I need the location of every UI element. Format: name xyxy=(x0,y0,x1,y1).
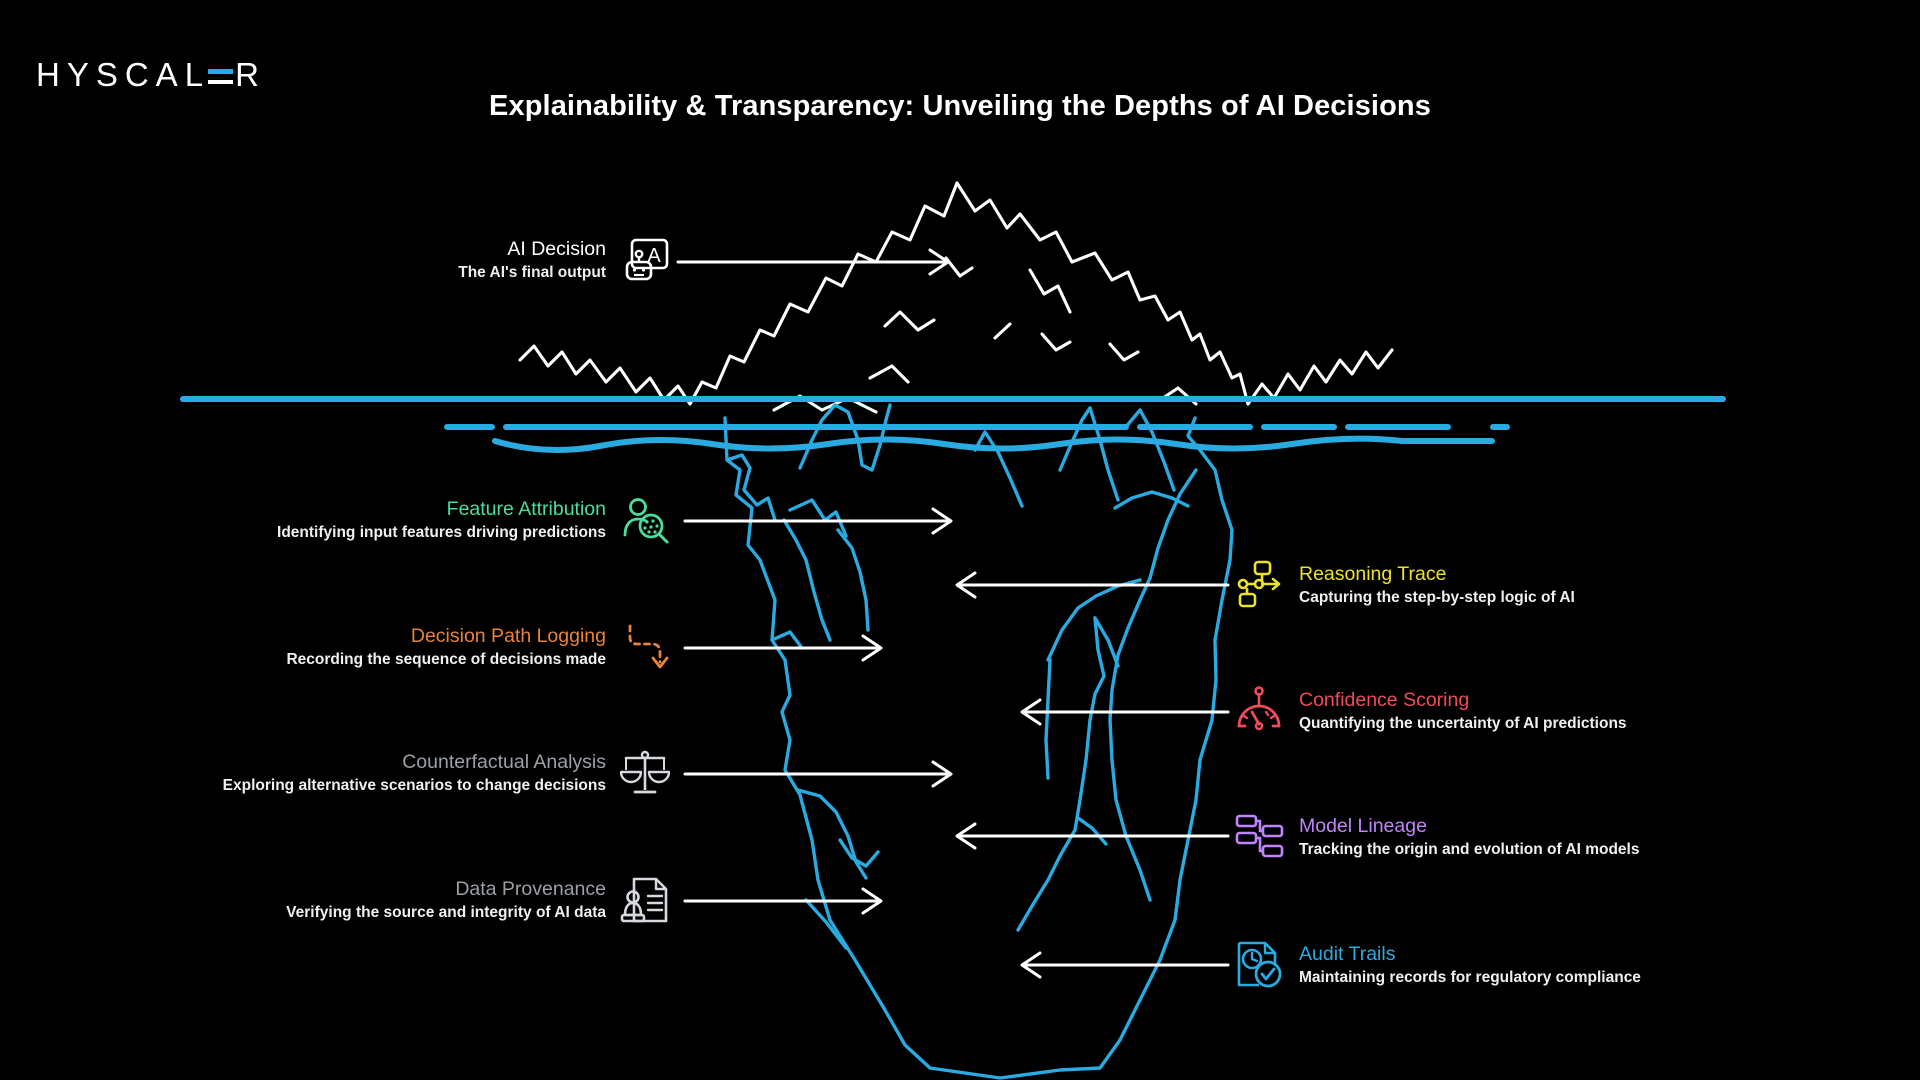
label-feature-attribution[interactable]: Feature Attribution Identifying input fe… xyxy=(220,495,670,545)
label-title: Feature Attribution xyxy=(446,498,606,520)
label-subtitle: Recording the sequence of decisions made xyxy=(286,651,606,668)
logo-text-secondary: R xyxy=(235,56,266,93)
label-counterfactual-analysis[interactable]: Counterfactual Analysis Exploring altern… xyxy=(170,748,670,798)
label-title: AI Decision xyxy=(507,238,606,260)
arrow-confidence-scoring xyxy=(1020,698,1230,726)
label-subtitle: Maintaining records for regulatory compl… xyxy=(1299,969,1641,986)
iceberg-above-water xyxy=(518,181,1394,414)
arrow-decision-path-logging xyxy=(683,634,883,662)
page-title: Explainability & Transparency: Unveiling… xyxy=(489,90,1431,122)
person-magnifier-icon xyxy=(623,498,669,544)
lineage-branch-icon xyxy=(1235,814,1284,858)
gauge-meter-icon xyxy=(1237,686,1281,731)
waterline-group xyxy=(180,396,1726,453)
label-title: Confidence Scoring xyxy=(1299,689,1470,711)
waterline-wavy xyxy=(492,435,1495,453)
label-subtitle: Verifying the source and integrity of AI… xyxy=(286,904,606,921)
label-title: Decision Path Logging xyxy=(410,625,606,647)
iceberg-below-water xyxy=(723,403,1234,1080)
dashed-path-arrow-icon xyxy=(628,624,669,669)
document-stamp-icon xyxy=(620,877,668,923)
label-title: Audit Trails xyxy=(1299,943,1396,965)
logo-accent-mark xyxy=(208,60,234,90)
arrow-model-lineage xyxy=(955,822,1230,850)
label-title: Data Provenance xyxy=(455,878,606,900)
label-reasoning-trace[interactable]: Reasoning Trace Capturing the step-by-st… xyxy=(1235,560,1795,610)
label-audit-trails[interactable]: Audit Trails Maintaining records for reg… xyxy=(1235,940,1795,990)
arrow-reasoning-trace xyxy=(955,571,1230,599)
label-model-lineage[interactable]: Model Lineage Tracking the origin and ev… xyxy=(1235,812,1795,862)
label-data-provenance[interactable]: Data Provenance Verifying the source and… xyxy=(220,875,670,925)
label-subtitle: Exploring alternative scenarios to chang… xyxy=(222,777,606,794)
label-decision-path-logging[interactable]: Decision Path Logging Recording the sequ… xyxy=(220,622,670,672)
balance-scales-icon xyxy=(620,750,670,794)
logo-text-primary: HYSCAL xyxy=(36,56,211,93)
connector-arrows xyxy=(676,248,1230,979)
label-title: Reasoning Trace xyxy=(1299,563,1447,585)
arrow-ai-decision xyxy=(676,248,950,276)
label-ai-decision[interactable]: AI Decision The AI's final output A xyxy=(300,235,670,285)
label-confidence-scoring[interactable]: Confidence Scoring Quantifying the uncer… xyxy=(1235,686,1795,736)
hyscaler-logo: HYSCAL R xyxy=(36,56,266,94)
label-subtitle: The AI's final output xyxy=(458,264,606,281)
robot-speech-bubble-icon: A xyxy=(625,238,669,281)
arrow-data-provenance xyxy=(683,887,883,915)
label-subtitle: Capturing the step-by-step logic of AI xyxy=(1299,589,1575,606)
svg-text:A: A xyxy=(647,245,661,267)
arrow-audit-trails xyxy=(1020,951,1230,979)
label-subtitle: Identifying input features driving predi… xyxy=(277,524,606,541)
arrow-feature-attribution xyxy=(683,507,953,535)
label-subtitle: Quantifying the uncertainty of AI predic… xyxy=(1299,715,1627,732)
label-subtitle: Tracking the origin and evolution of AI … xyxy=(1299,841,1640,858)
label-title: Counterfactual Analysis xyxy=(402,751,606,773)
document-clock-check-icon xyxy=(1237,941,1282,988)
node-graph-arrow-icon xyxy=(1237,560,1281,608)
arrow-counterfactual-analysis xyxy=(683,760,953,788)
label-title: Model Lineage xyxy=(1299,815,1427,837)
